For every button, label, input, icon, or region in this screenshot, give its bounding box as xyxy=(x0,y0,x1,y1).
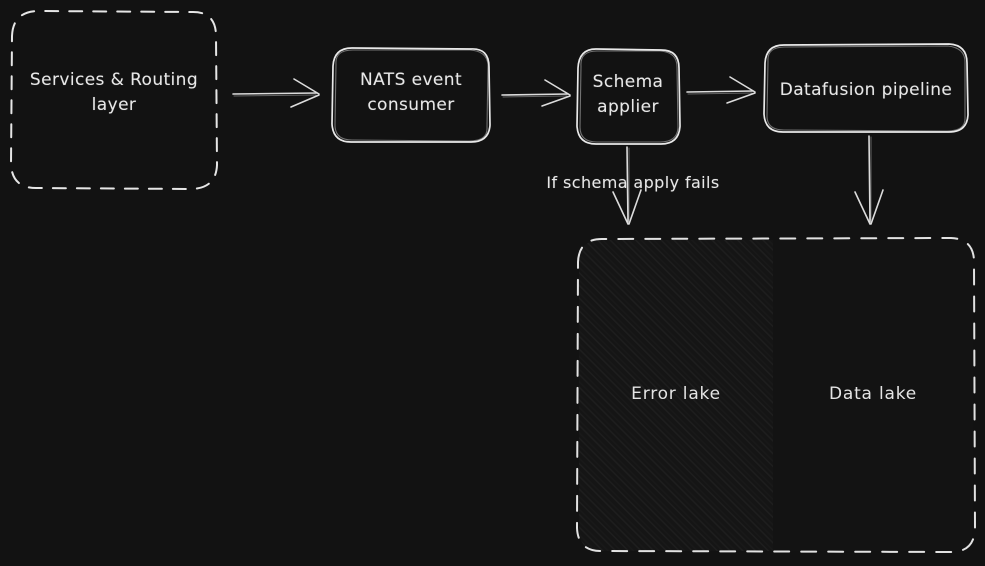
edge-schema-to-datafusion xyxy=(686,76,756,104)
data-lake-label: Data lake xyxy=(828,384,918,404)
node-error-lake[interactable] xyxy=(579,240,773,551)
edge-services-to-nats xyxy=(232,78,320,108)
node-services-routing-layer[interactable] xyxy=(10,10,218,190)
node-datafusion-pipeline[interactable] xyxy=(764,44,968,133)
edge-label-if-schema-apply-fails: If schema apply fails xyxy=(546,173,720,192)
error-lake-label: Error lake xyxy=(631,384,721,404)
node-nats-event-consumer[interactable] xyxy=(332,47,490,143)
node-data-lake[interactable] xyxy=(773,240,973,551)
edge-datafusion-to-data-lake xyxy=(854,135,884,225)
node-schema-applier[interactable] xyxy=(577,48,679,145)
edge-nats-to-schema xyxy=(501,79,571,107)
